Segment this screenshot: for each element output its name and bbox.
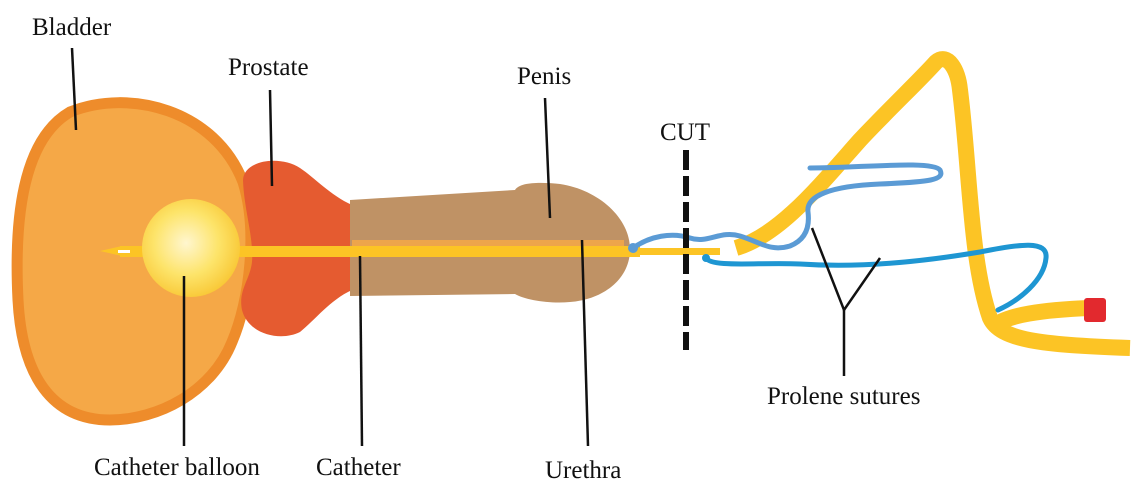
label-catheter: Catheter — [316, 454, 401, 481]
catheter-red-tip — [1084, 298, 1106, 322]
leader-prolene-sutures — [810, 227, 882, 313]
catheter-tip-inner — [100, 246, 122, 256]
urethra-stripe — [352, 240, 624, 249]
label-penis: Penis — [517, 63, 571, 90]
suture-light — [630, 162, 944, 251]
catheter-eyelet — [118, 250, 130, 253]
leader-prostate — [268, 89, 274, 187]
catheter-tube — [120, 246, 640, 257]
leader-catheter — [358, 255, 364, 447]
external-catheter-branch — [990, 300, 1091, 332]
label-urethra: Urethra — [545, 457, 621, 484]
label-prostate: Prostate — [228, 54, 309, 81]
label-cut: CUT — [660, 119, 710, 146]
label-prolene-sutures: Prolene sutures — [767, 383, 920, 410]
leader-urethra — [580, 239, 590, 447]
catheter-tube-outer — [640, 248, 720, 255]
catheter-balloon-shape — [142, 199, 240, 297]
label-bladder: Bladder — [32, 14, 112, 41]
suture-dark-end — [702, 254, 710, 262]
suture-dark — [703, 242, 1049, 313]
label-catheter-balloon: Catheter balloon — [94, 454, 260, 481]
bladder-shape — [11, 97, 257, 426]
leader-penis — [543, 97, 552, 219]
leader-bladder — [70, 47, 78, 131]
suture-knot — [628, 243, 638, 253]
